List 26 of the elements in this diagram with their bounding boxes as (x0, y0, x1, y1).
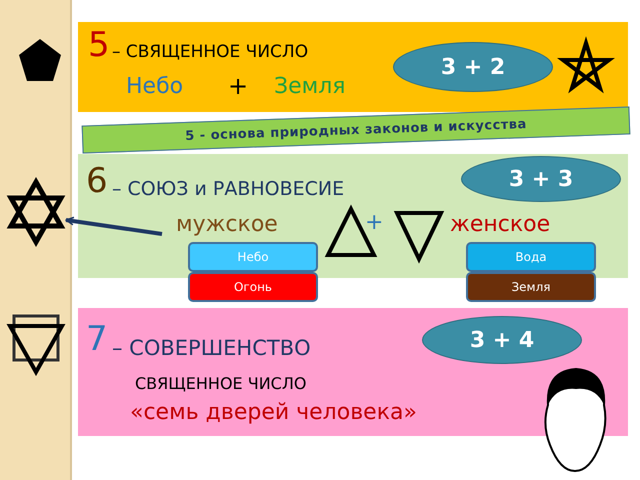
heading-text: – СОВЕРШЕНСТВО (112, 338, 311, 359)
heading-text: – СВЯЩЕННОЕ ЧИСЛО (112, 44, 308, 61)
word-text: женское (450, 214, 550, 236)
element-label: Небо (188, 242, 318, 272)
hexagram-icon (8, 180, 64, 244)
number-text: 5 (88, 28, 110, 62)
number-text: 7 (86, 322, 108, 356)
element-label: Земля (466, 272, 596, 302)
element-label: Вода (466, 242, 596, 272)
section-band (78, 154, 628, 278)
number-text: 6 (86, 164, 108, 198)
heading-text: – СОЮЗ и РАВНОВЕСИЕ (112, 180, 344, 199)
arrow (65, 216, 162, 236)
subheading-text: СВЯЩЕННОЕ ЧИСЛО (135, 376, 306, 392)
sum-ellipse: 3 + 3 (461, 156, 621, 202)
plus-sign: + (365, 212, 384, 234)
quote-text: «семь дверей человека» (130, 402, 417, 424)
word-text: Небо (126, 76, 184, 98)
title-band (78, 22, 628, 112)
word-text: Земля (274, 76, 346, 98)
element-label: Огонь (188, 272, 318, 302)
plus-sign: + (228, 74, 248, 98)
sum-ellipse: 3 + 4 (422, 316, 582, 364)
sum-ellipse: 3 + 2 (393, 42, 553, 92)
word-text: мужское (176, 214, 278, 236)
section-band (78, 308, 628, 436)
